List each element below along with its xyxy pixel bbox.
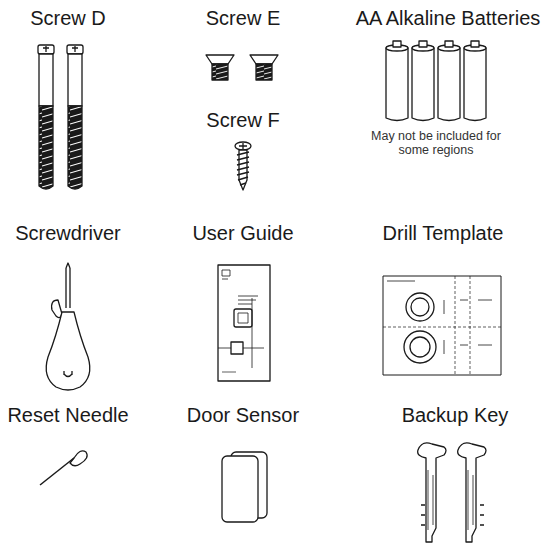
screw-e — [206, 55, 278, 80]
reset-needle — [40, 451, 87, 485]
user-guide — [218, 265, 270, 381]
part-name: Door Sensor — [187, 404, 299, 427]
part-name: AA Alkaline Batteries — [356, 7, 541, 30]
screwdriver — [46, 263, 90, 390]
drill-template — [383, 276, 501, 375]
part-name: Reset Needle — [7, 404, 128, 427]
backup-key — [418, 443, 486, 542]
part-name: User Guide — [192, 222, 293, 245]
part-name: Screw D — [30, 7, 106, 30]
aa-batteries — [386, 41, 486, 121]
note-text: May not be included for some regions — [369, 129, 504, 158]
part-name: Screw F — [206, 109, 279, 132]
part-name: Drill Template — [383, 222, 504, 245]
screw-d — [38, 45, 83, 189]
door-sensor — [222, 452, 267, 522]
screw-f — [235, 142, 251, 190]
part-name: Screwdriver — [15, 222, 121, 245]
part-name: Backup Key — [402, 404, 509, 427]
part-name: Screw E — [206, 7, 280, 30]
